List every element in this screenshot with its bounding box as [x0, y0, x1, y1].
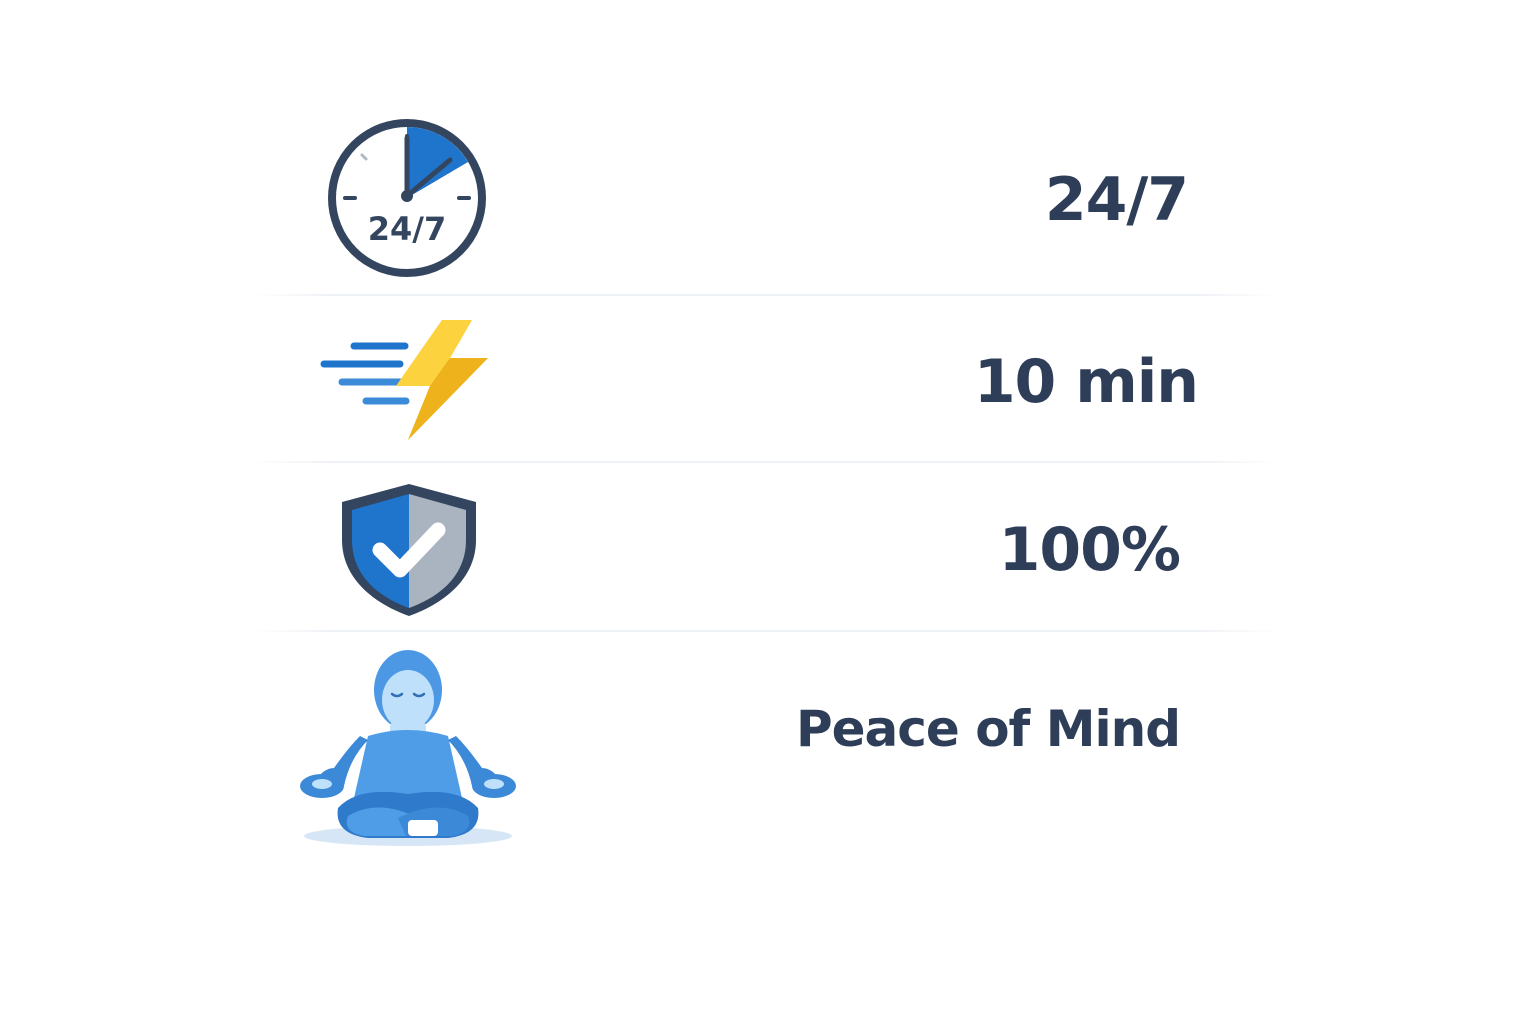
stat-row-response-time: 10 min: [0, 300, 1536, 460]
stat-row-peace: Peace of Mind: [0, 640, 1536, 860]
stat-row-availability: 24/7 24/7: [0, 110, 1536, 290]
stat-value-peace: Peace of Mind: [795, 700, 1181, 758]
divider: [250, 461, 1280, 463]
stat-value-availability: 24/7: [1044, 165, 1189, 235]
shield-check-icon: [338, 480, 480, 620]
clock-icon: 24/7: [322, 118, 492, 278]
stat-value-response-time: 10 min: [973, 347, 1199, 417]
stat-row-coverage: 100%: [0, 468, 1536, 628]
clock-icon-label: 24/7: [368, 210, 446, 248]
stat-value-coverage: 100%: [998, 515, 1181, 585]
divider: [250, 630, 1280, 632]
divider: [250, 294, 1280, 296]
lightning-icon: [320, 318, 495, 444]
meditation-person-icon: [298, 648, 518, 848]
